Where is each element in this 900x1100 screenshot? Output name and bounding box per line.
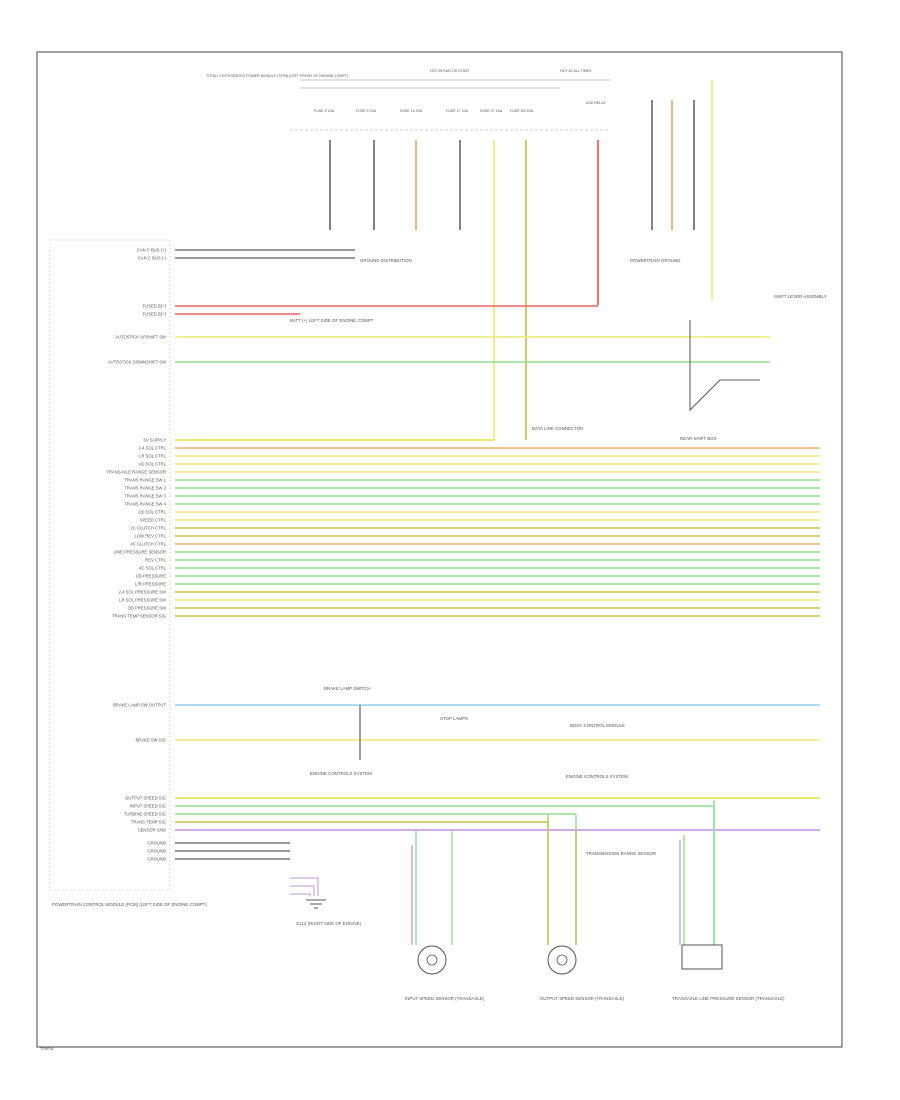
pcm-pin-label: TRANS RANGE SW 3 — [124, 494, 166, 499]
fuse-drops — [329, 80, 713, 440]
ground-ref-2: POWERTRAIN GROUND — [630, 258, 680, 263]
pressure-sensor-label: TRANSAXLE LINE PRESSURE SENSOR (TRANSAXL… — [672, 996, 785, 1001]
pcm-label: POWERTRAIN CONTROL MODULE (PCM) (LEFT SI… — [52, 902, 207, 907]
ground-symbol: G112 (RIGHT SIDE OF ENGINE) — [290, 877, 362, 926]
stop-lamp-label: STOP LAMPS — [440, 716, 468, 721]
harness — [175, 249, 820, 945]
shift-lever-label: SHIFT LEVER ASSEMBLY — [774, 294, 827, 299]
pcm-pin-label: TRANS RANGE SW 1 — [124, 478, 166, 483]
hot-run-label: HOT IN RUN OR START — [430, 69, 471, 73]
pcm-pin-label: TRANS TEMP SENSOR SIG — [112, 614, 166, 619]
pcm-pin-label: TRANS TEMP SIG — [131, 820, 166, 825]
sensor-pressure: TRANSAXLE LINE PRESSURE SENSOR (TRANSAXL… — [672, 800, 785, 1001]
pcm-pin-label: TRANS RANGE SW 4 — [124, 502, 166, 507]
pcm-pin-label: L/R PRESSURE — [135, 582, 166, 587]
pcm-pin-label: FUSED B(+) — [143, 312, 167, 317]
pcm-pin-label: 4C CLUTCH CTRL — [130, 542, 166, 547]
pcm-pin-label: UD PRESSURE — [136, 574, 166, 579]
pcm-pin-label: GROUND — [147, 857, 166, 862]
page-code: TE8P1A — [40, 1047, 54, 1051]
pcm-pin-label: CAN C BUS (+) — [137, 248, 167, 253]
pcm-pin-label: REV CTRL — [145, 558, 166, 563]
pcm-pin-labels: CAN C BUS (+) CAN C BUS (-) FUSED B(+) FUSE… — [106, 248, 166, 862]
fuse-label: FUSE 27 15A — [480, 109, 503, 113]
sensor-input: INPUT SPEED SENSOR (TRANSAXLE) — [405, 830, 485, 1001]
pcm-pin-label: CAN C BUS (-) — [138, 256, 167, 261]
pcm-pin-label: 2C CLUTCH CTRL — [130, 526, 166, 531]
pcm-pin-label: LR SOL PRESSURE SW — [119, 598, 166, 603]
pcm-pin-label: 5V SUPPLY — [144, 438, 167, 443]
engine-controls-label: ENGINE CONTROLS SYSTEM — [310, 771, 372, 776]
fuse-box-label: TOTALLY INTEGRATED POWER MODULE (TIPM) (… — [206, 74, 348, 78]
engine-controls-label-2: ENGINE CONTROLS SYSTEM — [566, 774, 628, 779]
ground-ref: GROUND DISTRIBUTION — [360, 258, 412, 263]
pcm-pin-label: 2-4 SOL PRESSURE SW — [118, 590, 166, 595]
ground-label: G112 (RIGHT SIDE OF ENGINE) — [296, 921, 362, 926]
input-sensor-label: INPUT SPEED SENSOR (TRANSAXLE) — [405, 996, 485, 1001]
pcm-pin-label: 2-4 SOL CTRL — [138, 446, 166, 451]
pcm-pin-label: OD PRESSURE SW — [128, 606, 166, 611]
data-link-label: DATA LINK CONNECTOR — [532, 426, 583, 431]
pcm-pin-label: AUTOSTICK DOWNSHIFT SW — [108, 360, 166, 365]
pcm-pin-label: FUSED B(+) — [143, 304, 167, 309]
rsb-label: REAR SHIFT BOX — [680, 436, 717, 441]
pcm-pin-label: LOW REV CTRL — [135, 534, 167, 539]
pcm-outline — [49, 239, 171, 891]
output-sensor-label: OUTPUT SPEED SENSOR (TRANSAXLE) — [540, 996, 625, 1001]
pcm-pin-label: SPEED CTRL — [140, 518, 167, 523]
pcm-pin-label: UD SOL CTRL — [138, 462, 166, 467]
pcm-pin-label: TRANSAXLE RANGE SENSOR — [106, 470, 166, 475]
pcm-pin-label: BRAKE LAMP SW OUTPUT — [113, 703, 166, 708]
pcm-pin-label: TRANS RANGE SW 2 — [124, 486, 166, 491]
fuse-label: FUSE 17 10A — [446, 109, 469, 113]
pcm-pin-label: INPUT SPEED SIG — [130, 804, 166, 809]
pcm-pin-label: BRAKE SW SIG — [136, 738, 166, 743]
fuse-label: FUSE 5 10A — [356, 109, 377, 113]
sensor-output: OUTPUT SPEED SENSOR (TRANSAXLE) TRANSMIS… — [540, 815, 656, 1001]
shift-lever: SHIFT LEVER ASSEMBLY REAR SHIFT BOX — [680, 294, 827, 441]
fuse-box: TOTALLY INTEGRATED POWER MODULE (TIPM) (… — [206, 69, 610, 131]
relay-label: ASD RELAY — [586, 101, 607, 105]
fuse-label: FUSE 9 10A — [314, 109, 335, 113]
hot-all-label: HOT AT ALL TIMES — [560, 69, 592, 73]
fuse-b-note: BATT (+) LEFT SIDE OF ENGINE COMPT — [290, 318, 374, 323]
trs-label: TRANSMISSION RANGE SENSOR — [586, 851, 656, 856]
diagram-frame — [36, 51, 843, 1048]
pcm-pin-label: GROUND — [147, 849, 166, 854]
pcm-pin-label: OUTPUT SPEED SIG — [125, 796, 166, 801]
pcm-pin-label: LR SOL CTRL — [139, 454, 167, 459]
pcm-pin-label: TURBINE SPEED SIG — [124, 812, 166, 817]
fuse-label: FUSE M3 20A — [510, 109, 534, 113]
pcm-pin-label: AUTOSTICK UPSHIFT SW — [115, 335, 166, 340]
fuse-label: FUSE 14 20A — [400, 109, 423, 113]
brake-lamp-label: BRAKE LAMP SWITCH — [324, 686, 371, 691]
pcm-pin-label: GROUND — [147, 841, 166, 846]
pcm-pin-label: 4C SOL CTRL — [139, 566, 167, 571]
pcm-pin-label: LINE PRESSURE SENSOR — [114, 550, 166, 555]
body-control-label: BODY CONTROL MODULE — [570, 723, 625, 728]
pcm-pin-label: SENSOR GND — [138, 828, 166, 833]
pcm-pin-label: OD SOL CTRL — [138, 510, 166, 515]
